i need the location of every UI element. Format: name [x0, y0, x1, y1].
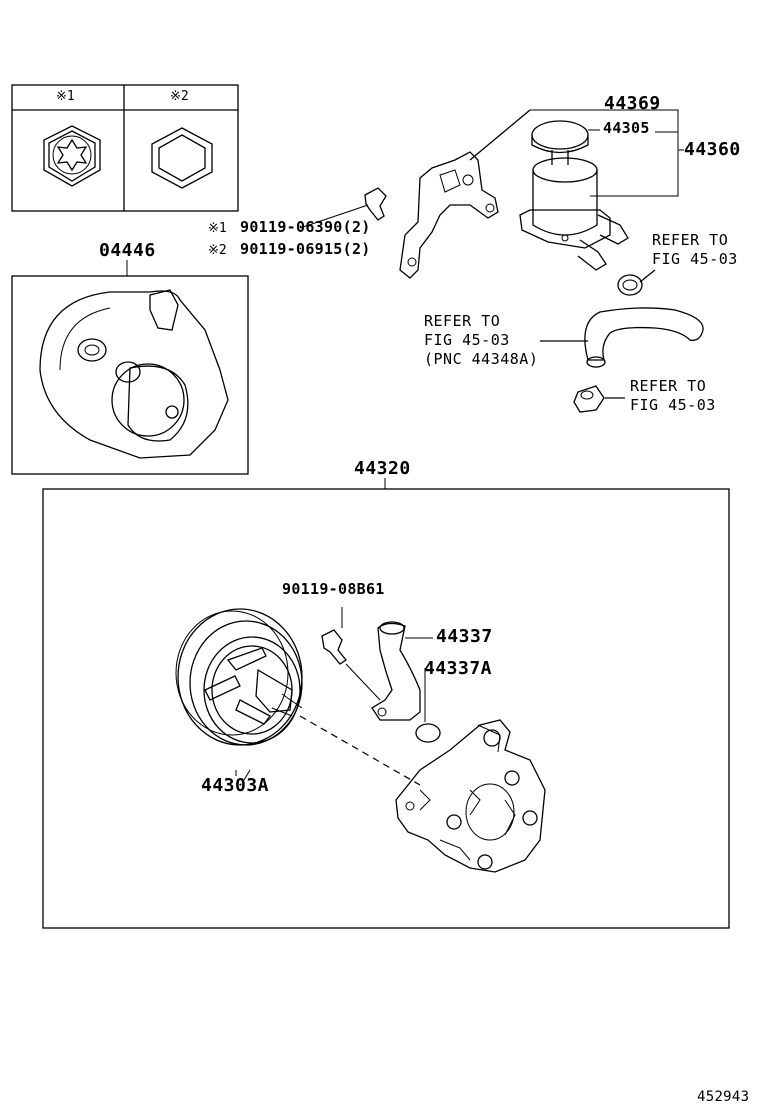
refer-note-3-line-2: FIG 45-03	[630, 396, 716, 414]
refer-note-3-line-1: REFER TO	[630, 377, 707, 395]
legend-mark-2: ※2	[170, 89, 189, 104]
hose-fitting	[573, 385, 625, 413]
part-label-44305: 44305	[603, 119, 650, 137]
pulley-44303A	[175, 608, 303, 781]
part-label-90119-06390: 90119-06390(2)	[240, 218, 371, 236]
pump-assembly-box	[42, 478, 730, 929]
part-label-44360: 44360	[684, 139, 741, 160]
o-ring-44337A	[415, 668, 441, 743]
gasket-kit-box	[11, 260, 249, 475]
union-bolt	[321, 607, 381, 701]
figure-id: 452943	[697, 1089, 750, 1105]
refer-note-2-line-3: (PNC 44348A)	[424, 350, 539, 368]
part-label-44303A: 44303A	[201, 775, 270, 796]
part-label-90119-08B61: 90119-08B61	[282, 580, 385, 598]
suction-pipe-44337	[371, 621, 433, 721]
bolt-1-mark: ※1	[208, 221, 227, 236]
refer-note-1-line-2: FIG 45-03	[652, 250, 738, 268]
alignment-line	[299, 715, 421, 786]
hex-head-icon	[151, 127, 213, 189]
bolt-2-mark: ※2	[208, 243, 227, 258]
part-label-44320: 44320	[354, 458, 411, 479]
pump-body	[395, 719, 546, 873]
legend-mark-1: ※1	[56, 89, 75, 104]
refer-note-2-line-2: FIG 45-03	[424, 331, 510, 349]
refer-note-2-line-1: REFER TO	[424, 312, 501, 330]
bracket-44369	[399, 109, 531, 279]
reservoir-44360	[519, 120, 629, 271]
bolt-leader	[299, 204, 369, 229]
bracket-bolt	[364, 187, 387, 221]
part-label-44369: 44369	[604, 93, 661, 114]
part-label-44337A: 44337A	[424, 658, 493, 679]
leader-lines-top	[530, 109, 684, 197]
part-label-44337: 44337	[436, 626, 493, 647]
hose-clamp	[617, 269, 656, 296]
part-label-04446: 04446	[99, 240, 156, 261]
legend-box	[11, 84, 239, 212]
return-hose	[540, 307, 704, 368]
refer-note-1-line-1: REFER TO	[652, 231, 729, 249]
part-label-90119-06915: 90119-06915(2)	[240, 240, 371, 258]
torx-head-icon	[43, 125, 101, 187]
